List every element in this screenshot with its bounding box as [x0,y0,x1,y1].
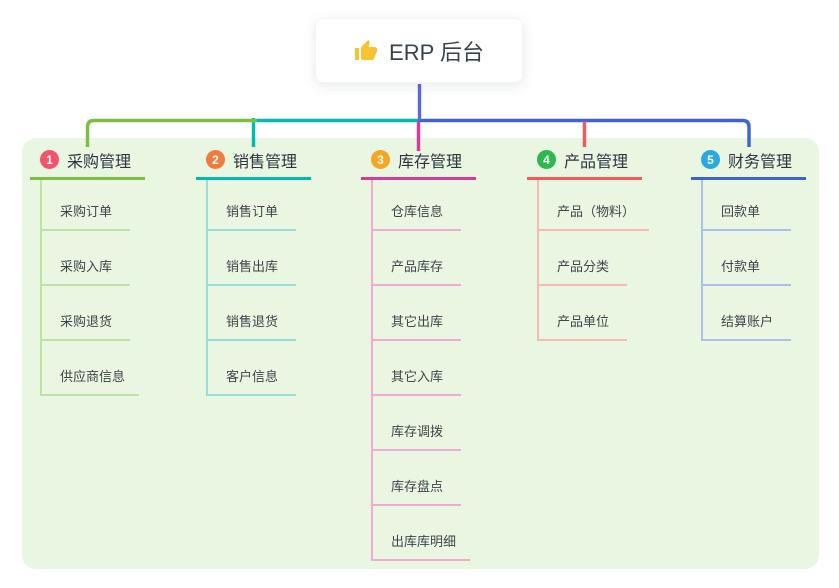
branch-4: 4 产品管理产品（物料）产品分类产品单位 [527,148,650,341]
thumbs-up-icon [355,39,378,60]
branch-1: 1 采购管理采购订单采购入库采购退货供应商信息 [30,148,145,396]
child-node[interactable]: 其它出库 [373,286,461,341]
branch-children: 产品（物料）产品分类产品单位 [537,180,650,341]
child-node[interactable]: 产品分类 [539,231,627,286]
branch-3: 3 库存管理仓库信息产品库存其它出库其它入库库存调拨库存盘点出库库明细 [361,148,476,561]
branch-children: 回款单付款单结算账户 [701,180,791,341]
branch-node-4[interactable]: 4 产品管理 [527,148,642,180]
child-node[interactable]: 付款单 [703,231,791,286]
root-node[interactable]: ERP 后台 [315,18,523,83]
branch-number-badge: 4 [537,150,556,169]
branch-children: 仓库信息产品库存其它出库其它入库库存调拨库存盘点出库库明细 [371,180,471,561]
branch-node-5[interactable]: 5 财务管理 [691,148,806,180]
branch-title: 销售管理 [233,153,298,171]
child-node[interactable]: 客户信息 [208,341,296,396]
child-node[interactable]: 结算账户 [703,286,791,341]
branch-number-badge: 2 [206,150,225,169]
branch-title: 产品管理 [564,153,629,171]
branch-title: 采购管理 [67,153,132,171]
branch-2: 2 销售管理销售订单销售出库销售退货客户信息 [196,148,311,396]
child-node[interactable]: 产品库存 [373,231,461,286]
branch-children: 销售订单销售出库销售退货客户信息 [206,180,296,396]
child-node[interactable]: 产品单位 [539,286,627,341]
branch-node-3[interactable]: 3 库存管理 [361,148,476,180]
child-node[interactable]: 销售出库 [208,231,296,286]
child-node[interactable]: 采购入库 [42,231,130,286]
child-node[interactable]: 其它入库 [373,341,461,396]
child-node[interactable]: 出库库明细 [373,506,471,561]
branch-number-badge: 3 [371,150,390,169]
child-node[interactable]: 销售订单 [208,180,296,231]
child-node[interactable]: 库存调拨 [373,396,461,451]
child-node[interactable]: 供应商信息 [42,341,140,396]
branch-number-badge: 1 [40,150,59,169]
branches-panel [22,138,819,569]
child-node[interactable]: 仓库信息 [373,180,461,231]
thumbs-up-glyph [355,39,378,60]
branch-node-1[interactable]: 1 采购管理 [30,148,145,180]
child-node[interactable]: 采购订单 [42,180,130,231]
branch-node-2[interactable]: 2 销售管理 [196,148,311,180]
child-node[interactable]: 销售退货 [208,286,296,341]
child-node[interactable]: 产品（物料） [539,180,650,231]
child-node[interactable]: 采购退货 [42,286,130,341]
branch-number-badge: 5 [701,150,720,169]
child-node[interactable]: 回款单 [703,180,791,231]
branch-title: 库存管理 [398,153,463,171]
child-node[interactable]: 库存盘点 [373,451,461,506]
branch-5: 5 财务管理回款单付款单结算账户 [691,148,806,341]
branch-children: 采购订单采购入库采购退货供应商信息 [40,180,140,396]
branch-title: 财务管理 [728,153,793,171]
root-title: ERP 后台 [389,39,484,65]
